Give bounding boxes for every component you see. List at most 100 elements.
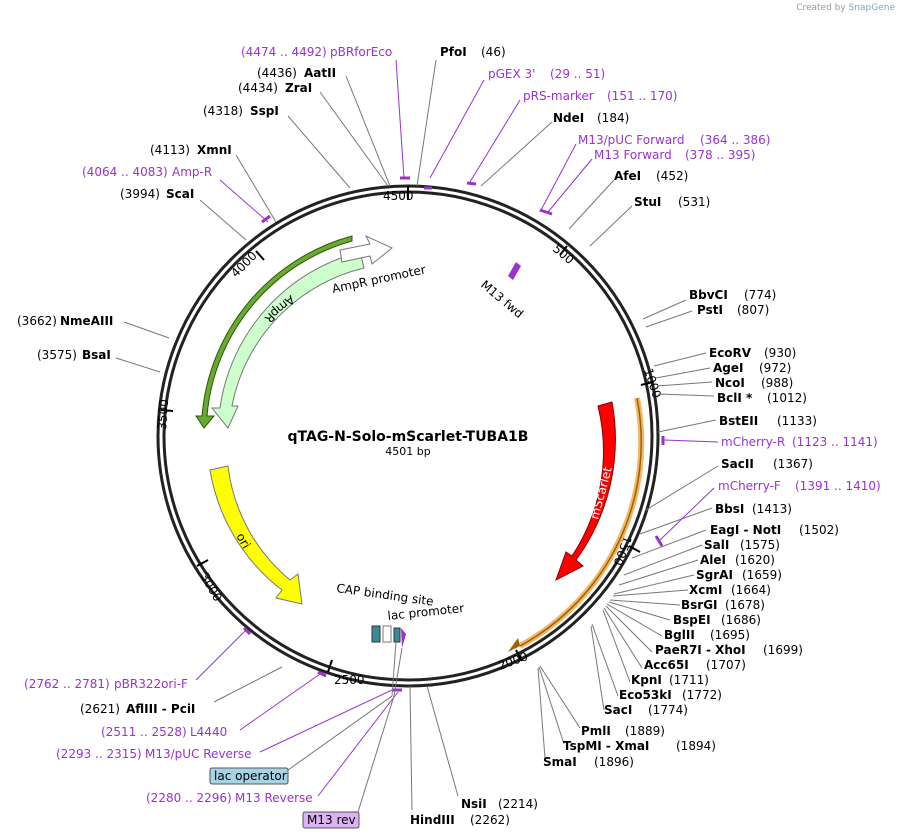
enzyme-site[interactable]: XcmI (1664) xyxy=(612,583,771,597)
enzyme-site[interactable]: (2621) AflIII - PciI xyxy=(80,666,283,716)
enzyme-name: NsiI xyxy=(461,797,487,811)
primer-site[interactable]: (2280 .. 2296) M13 Reverse xyxy=(146,691,399,805)
enzyme-site[interactable]: SmaI (1896) xyxy=(537,667,634,769)
enzyme-site[interactable]: (4113) XmnI xyxy=(150,143,277,223)
cap-binding-site-label: CAP binding site xyxy=(336,581,435,608)
primer-site[interactable]: (2511 .. 2528) L4440 xyxy=(101,670,327,739)
enzyme-position: (1659) xyxy=(742,568,782,582)
enzyme-name: HindIII xyxy=(410,813,455,827)
enzyme-name: BstEII xyxy=(719,414,758,428)
enzyme-site[interactable]: PfoI (46) xyxy=(416,45,506,187)
enzyme-name: XcmI xyxy=(689,583,722,597)
primer-range: (2511 .. 2528) xyxy=(101,725,187,739)
ori-label: ori xyxy=(233,531,253,552)
primer-site[interactable]: (4474 .. 4492) pBRforEco xyxy=(241,45,410,180)
primer-site[interactable]: (2762 .. 2781) pBR322ori-F xyxy=(24,626,252,691)
enzyme-name: ScaI xyxy=(166,187,194,201)
enzyme-name: ZraI xyxy=(285,81,312,95)
enzyme-site[interactable]: BsrGI (1678) xyxy=(609,598,765,612)
enzyme-site[interactable]: AgeI (972) xyxy=(655,361,791,379)
enzyme-position: (1575) xyxy=(740,538,780,552)
enzyme-position: (1367) xyxy=(773,457,813,471)
enzyme-site[interactable]: PmlI (1889) xyxy=(539,665,665,738)
enzyme-site[interactable]: (3662) NmeAIII xyxy=(17,314,170,339)
enzyme-position: (1686) xyxy=(721,613,761,627)
primer-range: (2762 .. 2781) xyxy=(24,677,110,691)
primer-site[interactable]: pRS-marker (151 .. 170) xyxy=(466,89,677,186)
enzyme-site[interactable]: (4436) AatII xyxy=(257,66,391,187)
enzyme-site[interactable]: SacI (1774) xyxy=(590,625,688,717)
primer-range: (4474 .. 4492) xyxy=(241,45,327,59)
enzyme-site[interactable]: NcoI (988) xyxy=(656,376,793,390)
enzyme-position: (452) xyxy=(656,169,688,183)
enzyme-site[interactable]: (3994) ScaI xyxy=(120,187,247,241)
enzyme-site[interactable]: NdeI (184) xyxy=(480,111,629,187)
enzyme-site[interactable]: NsiI (2214) xyxy=(426,685,538,811)
enzyme-name: SacII xyxy=(721,457,754,471)
enzyme-position: (1772) xyxy=(682,688,722,702)
enzyme-site[interactable]: AfeI (452) xyxy=(568,169,688,230)
enzyme-position: (531) xyxy=(678,195,710,209)
primer-range: (29 .. 51) xyxy=(550,67,605,81)
enzyme-site[interactable]: SacII (1367) xyxy=(645,457,813,511)
primer-name: pBR322ori-F xyxy=(114,677,188,691)
enzyme-site[interactable]: (4434) ZraI xyxy=(238,81,389,187)
enzyme-position: (2262) xyxy=(470,813,510,827)
primer-site[interactable]: M13 Forward (378 .. 395) xyxy=(547,148,755,213)
tick-label: 4000 xyxy=(228,249,259,280)
enzyme-name: Acc65I xyxy=(644,658,689,672)
enzyme-site[interactable]: EcoRV (930) xyxy=(653,346,796,367)
enzyme-site[interactable]: SgrAI (1659) xyxy=(613,568,782,595)
enzyme-name: PmlI xyxy=(581,724,611,738)
enzyme-site[interactable]: (4318) SspI xyxy=(203,104,351,189)
enzyme-position: (1678) xyxy=(725,598,765,612)
enzyme-site[interactable]: AleI (1620) xyxy=(618,553,775,586)
enzyme-site[interactable]: PstI (807) xyxy=(645,303,769,328)
lac-promoter-shape xyxy=(382,625,392,643)
primer-site[interactable]: mCherry-R (1123 .. 1141) xyxy=(661,435,878,449)
enzyme-site[interactable]: PaeR7I - XhoI (1699) xyxy=(605,605,803,657)
enzyme-position: (1889) xyxy=(625,724,665,738)
tick-mark xyxy=(160,409,174,412)
enzyme-site[interactable]: Acc65I (1707) xyxy=(603,607,746,672)
enzyme-site[interactable]: Eco53kI (1772) xyxy=(591,623,722,702)
tick-mark xyxy=(640,381,654,386)
enzyme-position: (4436) xyxy=(257,66,297,80)
enzyme-site[interactable]: BbvCI (774) xyxy=(642,288,776,320)
enzyme-site[interactable]: TspMI - XmaI (1894) xyxy=(538,666,716,753)
tick-mark xyxy=(196,559,209,567)
primer-site[interactable]: mCherry-F (1391 .. 1410) xyxy=(654,479,881,547)
primer-site[interactable]: (4064 .. 4083) Amp-R xyxy=(82,165,271,224)
primer-site[interactable]: (2293 .. 2315) M13/pUC Reverse xyxy=(56,688,402,761)
enzyme-site[interactable]: BbsI (1413) xyxy=(639,502,792,535)
enzyme-position: (1774) xyxy=(648,703,688,717)
lac-operator-callout: lac operator xyxy=(209,641,397,785)
enzyme-site[interactable]: BclI * (1012) xyxy=(657,391,807,405)
enzyme-position: (774) xyxy=(744,288,776,302)
primer-site[interactable]: M13/pUC Forward (364 .. 386) xyxy=(539,133,770,216)
primer-range: (2293 .. 2315) xyxy=(56,747,142,761)
tick-label: 3000 xyxy=(197,571,224,604)
primer-range: (4064 .. 4083) xyxy=(82,165,168,179)
enzyme-position: (1502) xyxy=(799,523,839,537)
primer-name: M13 Reverse xyxy=(235,791,313,805)
enzyme-site[interactable]: StuI (531) xyxy=(589,195,710,247)
enzyme-site[interactable]: BstEII (1133) xyxy=(657,414,817,433)
enzyme-name: AatII xyxy=(304,66,336,80)
enzyme-position: (3575) xyxy=(37,348,77,362)
enzyme-site[interactable]: EagI - NotI (1502) xyxy=(631,523,839,559)
enzyme-name: BglII xyxy=(664,628,695,642)
enzyme-position: (4318) xyxy=(203,104,243,118)
enzyme-site[interactable]: HindIII (2262) xyxy=(409,685,510,827)
primer-range: (151 .. 170) xyxy=(607,89,677,103)
enzyme-site[interactable]: BspEI (1686) xyxy=(608,601,761,627)
primer-site[interactable]: pGEX 3' (29 .. 51) xyxy=(424,67,605,190)
enzyme-name: BbsI xyxy=(715,502,744,516)
primer-sites: (4474 .. 4492) pBRforEco pGEX 3' (29 .. … xyxy=(24,45,881,805)
enzyme-site[interactable]: BglII (1695) xyxy=(606,603,750,642)
enzyme-site[interactable]: SalI (1575) xyxy=(623,538,780,576)
enzyme-name: Eco53kI xyxy=(619,688,672,702)
enzyme-site[interactable]: KpnI (1711) xyxy=(602,609,709,687)
enzyme-site[interactable]: (3575) BsaI xyxy=(37,348,161,373)
primer-name: M13 Forward xyxy=(594,148,672,162)
